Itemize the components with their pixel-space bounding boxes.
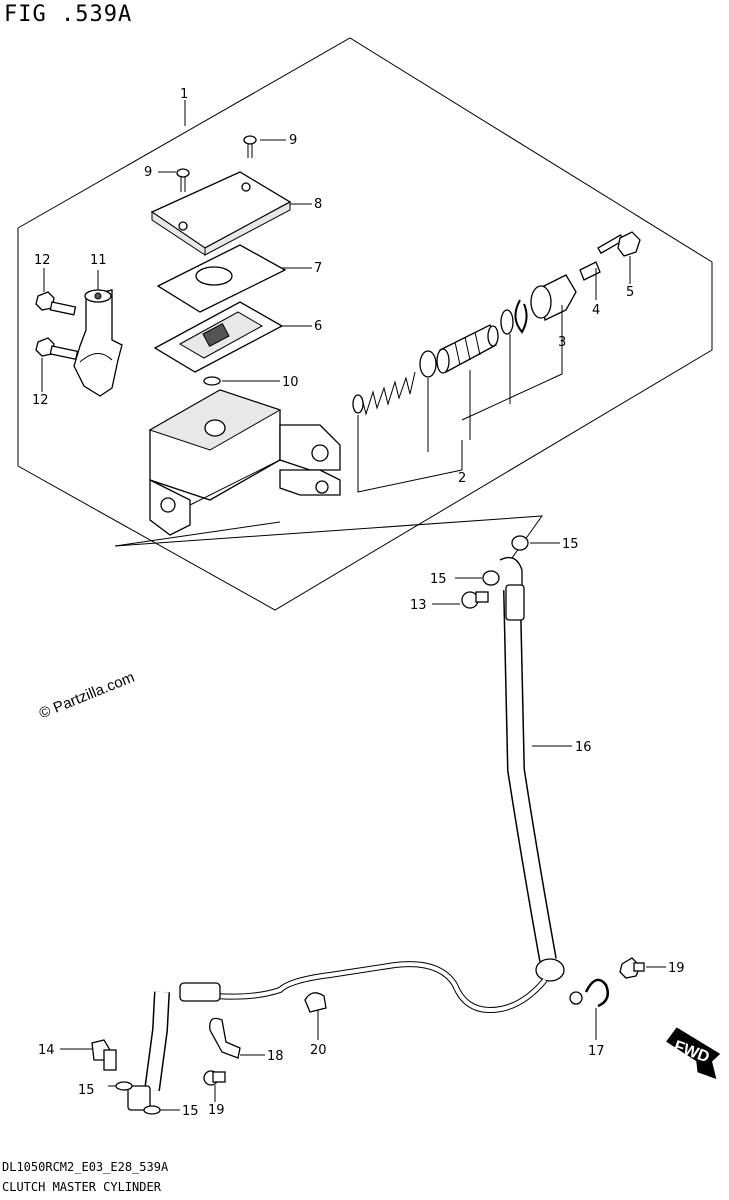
figure-name: CLUTCH MASTER CYLINDER bbox=[2, 1180, 161, 1194]
callout-15a: 15 bbox=[562, 537, 579, 552]
callout-12b: 12 bbox=[32, 393, 49, 408]
callout-18: 18 bbox=[267, 1049, 284, 1064]
screw-left[interactable] bbox=[176, 168, 190, 192]
callout-2: 2 bbox=[458, 471, 466, 486]
callout-11: 11 bbox=[90, 253, 107, 268]
piston-spring[interactable] bbox=[352, 371, 416, 416]
clamp-bolt-upper[interactable] bbox=[35, 291, 77, 316]
callout-13: 13 bbox=[410, 598, 427, 613]
leader-lines bbox=[41, 100, 666, 1111]
piston-cup[interactable] bbox=[419, 350, 437, 378]
callout-20: 20 bbox=[310, 1043, 327, 1058]
screw-right[interactable] bbox=[243, 135, 257, 158]
callout-5: 5 bbox=[626, 285, 634, 300]
callout-3: 3 bbox=[558, 335, 566, 350]
clamp-bolt-lower[interactable] bbox=[35, 337, 79, 361]
callout-4: 4 bbox=[592, 303, 600, 318]
callout-10: 10 bbox=[282, 375, 299, 390]
clutch-hose[interactable] bbox=[499, 556, 565, 982]
reservoir-cap[interactable] bbox=[150, 171, 292, 256]
circlip[interactable] bbox=[514, 299, 528, 334]
piston[interactable] bbox=[436, 324, 499, 374]
push-rod-nut[interactable] bbox=[617, 231, 641, 257]
callout-16: 16 bbox=[575, 740, 592, 755]
clamp-bolt-small[interactable] bbox=[203, 1070, 226, 1086]
master-cylinder-body[interactable] bbox=[148, 389, 341, 536]
pipe-holder[interactable] bbox=[304, 992, 327, 1013]
washer[interactable] bbox=[500, 309, 514, 335]
gasket-lower-left[interactable] bbox=[115, 1081, 133, 1091]
figure-code: DL1050RCM2_E03_E28_539A bbox=[2, 1160, 169, 1174]
fwd-label: FWD bbox=[672, 1038, 712, 1066]
callout-19b: 19 bbox=[668, 961, 685, 976]
bracket-bolt[interactable] bbox=[91, 1039, 117, 1071]
clutch-pipe[interactable] bbox=[127, 961, 548, 1111]
callout-7: 7 bbox=[314, 261, 322, 276]
callout-8: 8 bbox=[314, 197, 322, 212]
callout-12a: 12 bbox=[34, 253, 51, 268]
callout-9b: 9 bbox=[144, 165, 152, 180]
callout-14: 14 bbox=[38, 1043, 55, 1058]
gasket-lower-right[interactable] bbox=[143, 1105, 161, 1115]
forward-arrow: FWD bbox=[666, 1027, 721, 1080]
callout-15d: 15 bbox=[182, 1104, 199, 1119]
push-rod[interactable] bbox=[579, 234, 625, 281]
callout-15c: 15 bbox=[78, 1083, 95, 1098]
callout-19a: 19 bbox=[208, 1103, 225, 1118]
handlebar-clamp[interactable] bbox=[73, 289, 123, 397]
gasket-upper[interactable] bbox=[511, 535, 529, 551]
figure-title: FIG .539A bbox=[4, 2, 133, 27]
callout-6: 6 bbox=[314, 319, 322, 334]
callout-15b: 15 bbox=[430, 572, 447, 587]
diaphragm[interactable] bbox=[153, 301, 284, 373]
callout-labels: 1 2 3 4 5 6 7 8 9 9 10 11 12 12 13 14 15… bbox=[32, 87, 685, 1119]
hose-bolt[interactable] bbox=[619, 957, 645, 979]
float-plate[interactable] bbox=[203, 376, 221, 386]
callout-17: 17 bbox=[588, 1044, 605, 1059]
assembly-boundary bbox=[17, 37, 713, 611]
callout-9a: 9 bbox=[289, 133, 297, 148]
diaphragm-plate[interactable] bbox=[156, 244, 287, 313]
union-bolt[interactable] bbox=[461, 591, 489, 609]
pipe-clamp[interactable] bbox=[209, 1017, 241, 1059]
gasket-middle[interactable] bbox=[482, 570, 500, 586]
callout-1: 1 bbox=[180, 87, 188, 102]
hose-clip[interactable] bbox=[569, 978, 609, 1008]
dust-boot[interactable] bbox=[530, 274, 577, 321]
